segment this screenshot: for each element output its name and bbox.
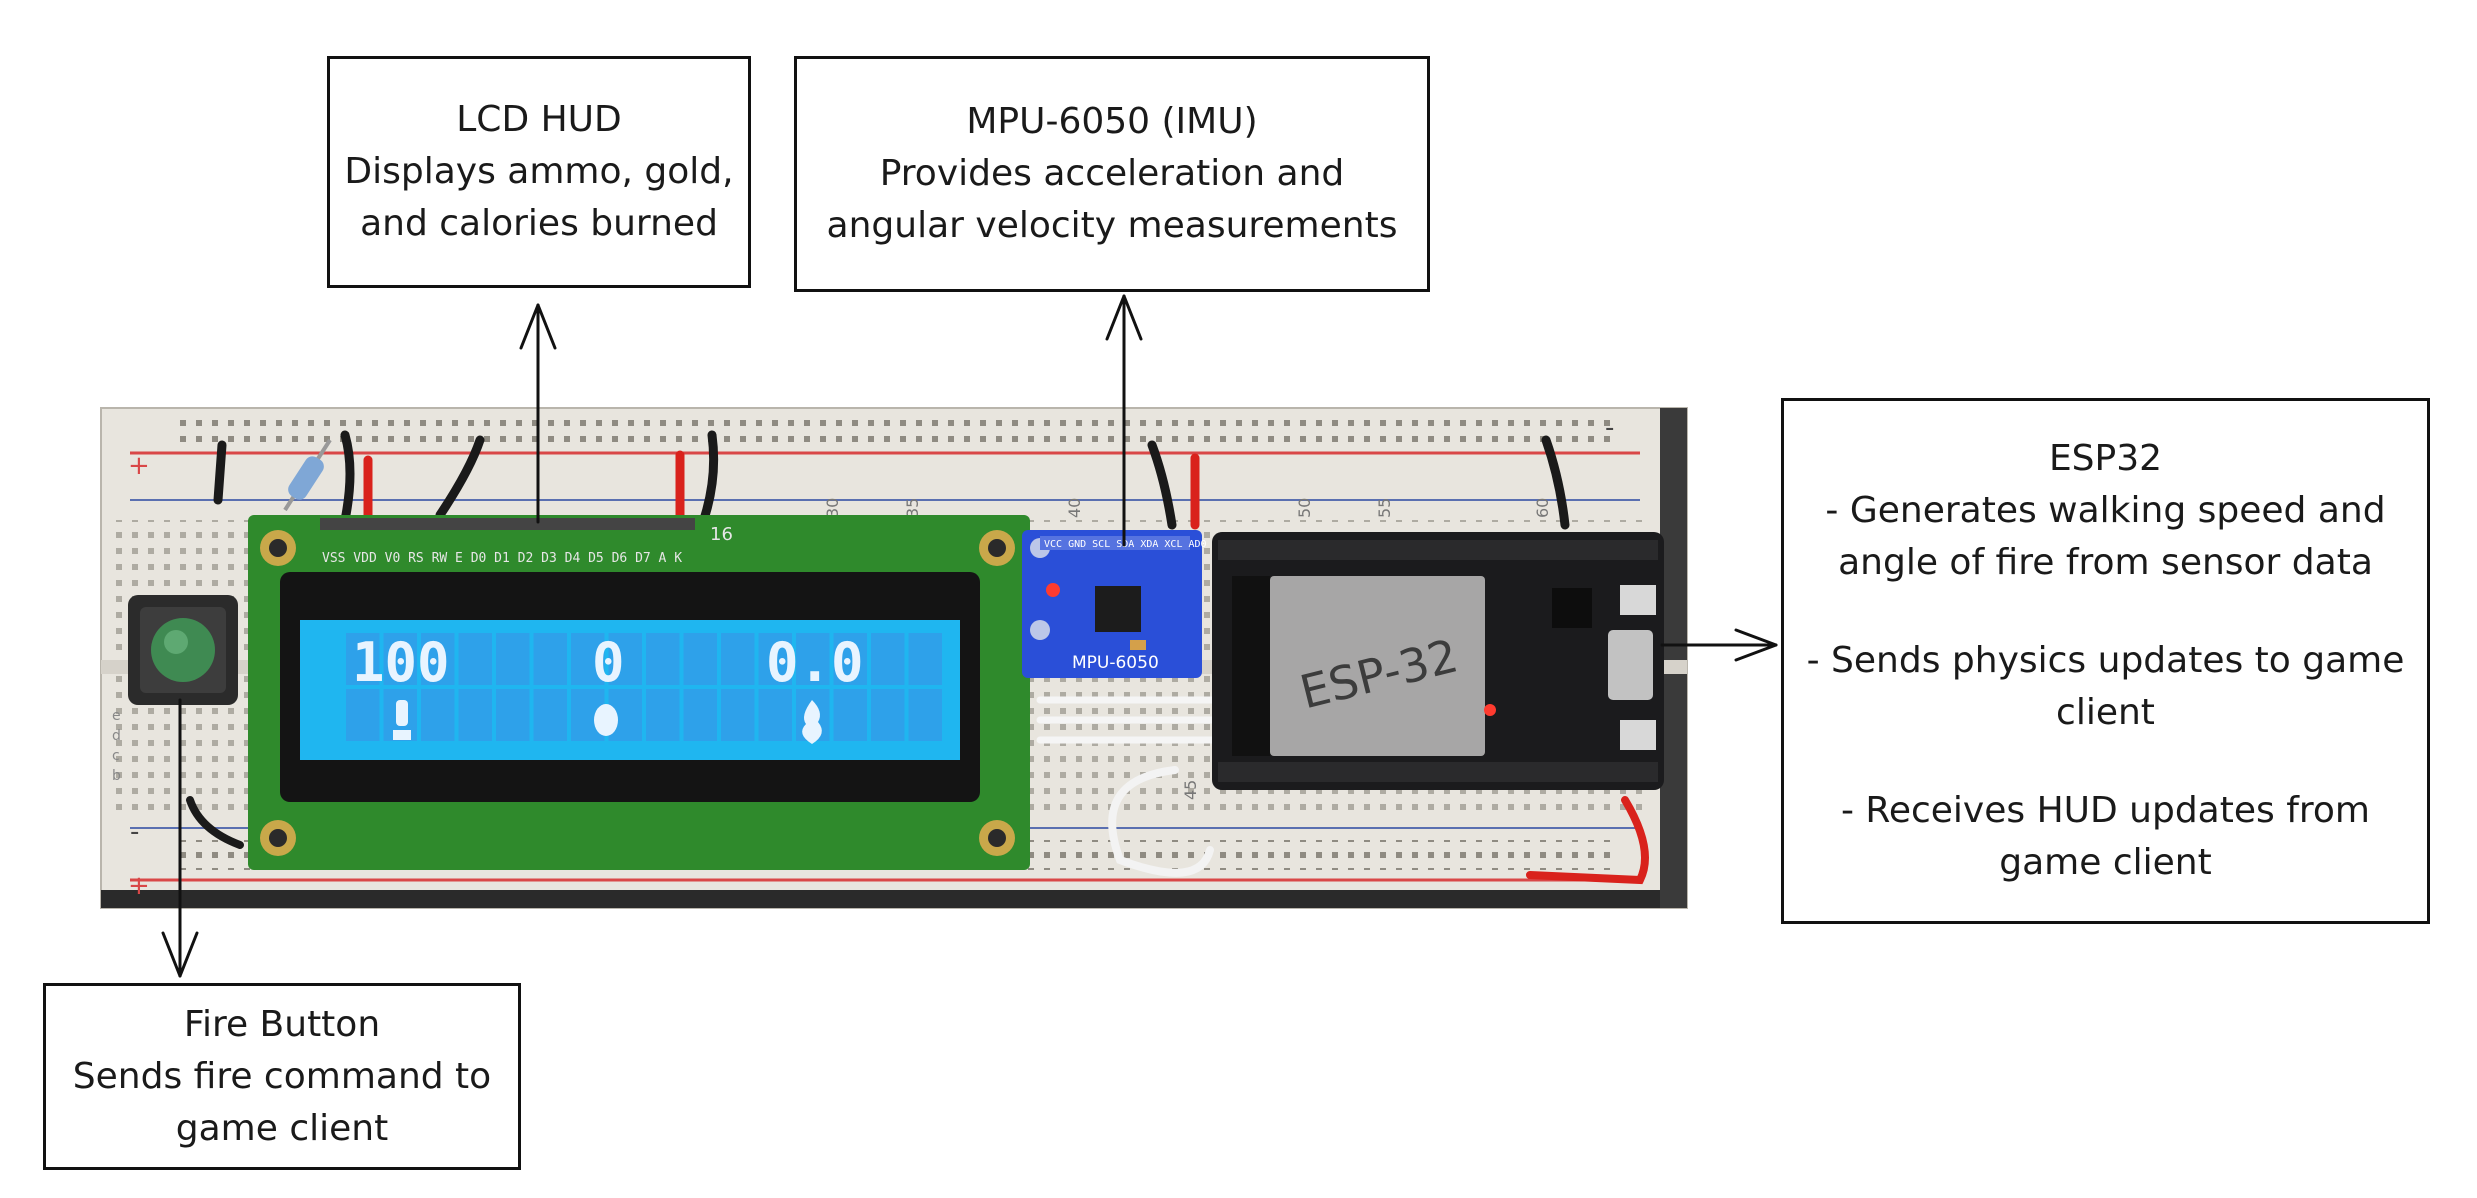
breadboard-holes-top-rail: [180, 420, 1620, 446]
lcd-calories-value: 0.0: [766, 631, 864, 694]
lcd-ammo-value: 100: [352, 631, 450, 694]
fire-button-desc-line-1: Sends fire command to: [72, 1055, 492, 1097]
lcd-character-cell: [721, 689, 755, 741]
gold-coin-icon: [594, 704, 618, 736]
lcd-character-cell: [533, 689, 567, 741]
fire-button-callout: Fire Button Sends fire command to game c…: [43, 983, 521, 1170]
lcd-character-cell: [646, 633, 680, 685]
lcd-character-cell: [496, 689, 530, 741]
lcd-character-cell: [758, 633, 792, 685]
imu-label: MPU-6050: [1072, 653, 1159, 673]
lcd-pin-labels: VSS VDD V0 RS RW E D0 D1 D2 D3 D4 D5 D6 …: [322, 551, 682, 566]
imu-desc-line-1: Provides acceleration and: [879, 153, 1345, 194]
lcd-character-cell: [871, 633, 905, 685]
lcd-pin-number: 16: [710, 524, 733, 545]
imu-desc-line-2: angular velocity measurements: [826, 205, 1398, 246]
column-number-40: 40: [1065, 498, 1084, 518]
resistor: [283, 438, 332, 512]
imu-title: MPU-6050 (IMU): [966, 101, 1258, 142]
esp32-callout: ESP32 - Generates walking speed and angl…: [1781, 398, 2430, 924]
lcd-hud-desc-line-2: and calories burned: [360, 203, 718, 244]
lcd-character-cell: [421, 633, 455, 685]
lcd-character-cell: [833, 633, 867, 685]
rail-minus-sign-bottom: -: [130, 817, 139, 847]
lcd-character-cell: [383, 633, 417, 685]
flame-icon: [802, 700, 822, 744]
lcd-character-cell: [346, 689, 380, 741]
lcd-character-cell: [458, 689, 492, 741]
lcd-character-cell: [608, 633, 642, 685]
lcd-character-cell: [833, 689, 867, 741]
column-number-30: 30: [823, 498, 842, 518]
lcd-character-cell: [646, 689, 680, 741]
column-number-45: 45: [1181, 780, 1200, 800]
lcd-hud-callout: LCD HUD Displays ammo, gold, and calorie…: [327, 56, 751, 288]
lcd-character-cell: [421, 689, 455, 741]
fire-button-desc-line-2: game client: [175, 1107, 389, 1149]
lcd-hud-title: LCD HUD: [456, 99, 622, 140]
lcd-character-cell: [533, 633, 567, 685]
column-number-60: 60: [1533, 498, 1552, 518]
lcd-character-cell: [683, 633, 717, 685]
esp32-desc-line-2: angle of fire from sensor data: [1838, 542, 2373, 583]
esp32-shield-can: [1270, 576, 1485, 756]
column-number-35: 35: [903, 498, 922, 518]
lcd-character-cell: [758, 689, 792, 741]
lcd-character-cell: [796, 633, 830, 685]
rail-plus-sign: +: [128, 451, 150, 481]
lcd-character-grid: [346, 633, 942, 741]
ammo-icon: [393, 700, 411, 740]
lcd-character-cell: [496, 633, 530, 685]
esp32-title: ESP32: [2048, 438, 2163, 479]
lcd-character-cell: [871, 689, 905, 741]
lcd-character-cell: [571, 633, 605, 685]
esp32-board: [1212, 532, 1664, 790]
lcd-character-cell: [908, 689, 942, 741]
fire-button-photo: [128, 595, 238, 705]
fire-button-title: Fire Button: [183, 1003, 381, 1045]
esp32-desc-line-5: - Receives HUD updates from: [1841, 790, 2370, 831]
rail-plus-sign-bottom: +: [128, 871, 150, 901]
imu-board: [1022, 530, 1202, 678]
column-number-50: 50: [1295, 498, 1314, 518]
imu-callout: MPU-6050 (IMU) Provides acceleration and…: [794, 56, 1430, 292]
esp32-desc-line-1: - Generates walking speed and: [1825, 490, 2386, 531]
svg-text:d: d: [112, 728, 121, 744]
lcd-character-cell: [721, 633, 755, 685]
lcd-character-cell: [908, 633, 942, 685]
svg-text:b: b: [112, 768, 121, 784]
imu-pin-labels: VCC GND SCL SDA XDA XCL AD0 INT: [1044, 539, 1231, 550]
svg-text:e: e: [112, 708, 121, 724]
svg-text:c: c: [112, 748, 120, 764]
lcd-gold-value: 0: [592, 631, 625, 694]
lcd-character-cell: [683, 689, 717, 741]
power-rail-top: [130, 451, 1640, 501]
lcd-character-cell: [346, 633, 380, 685]
esp32-desc-line-4: client: [2056, 692, 2155, 733]
lcd-hud-desc-line-1: Displays ammo, gold,: [344, 151, 734, 192]
column-number-55: 55: [1375, 498, 1394, 518]
esp32-desc-line-3: - Sends physics updates to game: [1806, 640, 2405, 681]
lcd-character-cell: [458, 633, 492, 685]
esp32-desc-line-6: game client: [1999, 842, 2212, 883]
